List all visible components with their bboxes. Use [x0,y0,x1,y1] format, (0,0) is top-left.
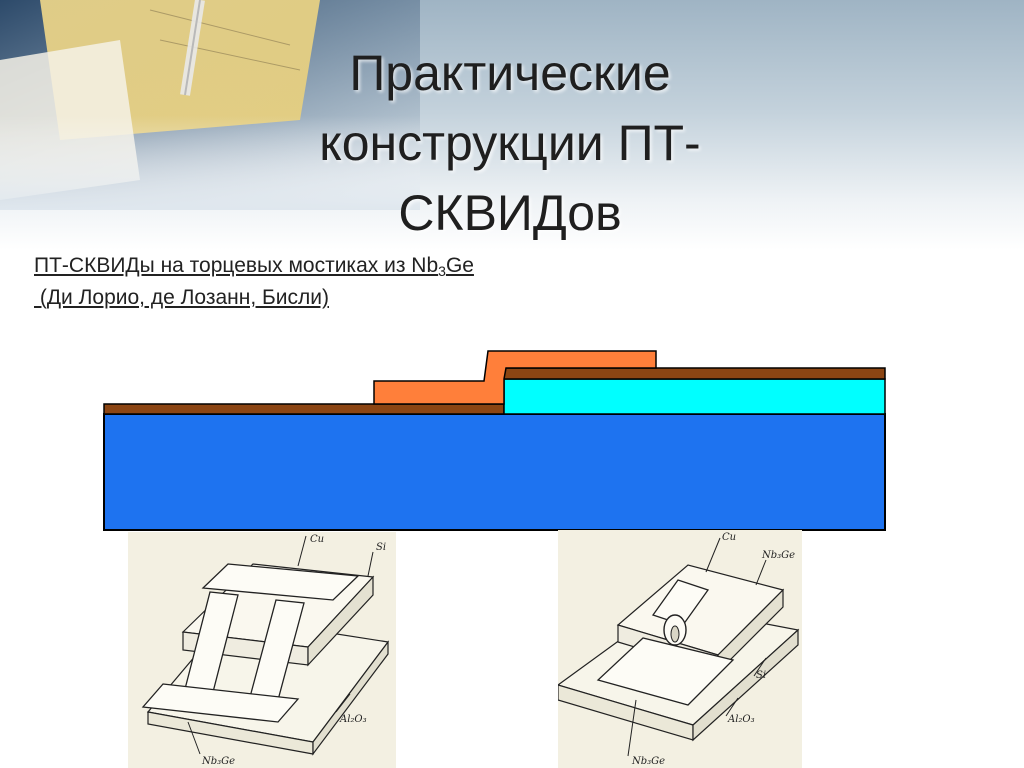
title-line: СКВИДов [398,185,622,241]
squid-cross-section [103,350,886,531]
label-nb3ge-bottom: Nb₃Ge [631,756,665,767]
label-cu: Cu [310,534,324,545]
subtitle-line-2: (Ди Лорио, де Лозанн, Бисли) [34,286,329,309]
sketch-edge-bridge-squid: Cu Nb₃Ge Si Al₂O₃ Nb₃Ge [558,530,802,768]
slide-subtitle: ПТ-СКВИДы на торцевых мостиках из Nb3Ge … [34,250,474,314]
title-line: Практические [349,45,671,101]
label-nb3ge-top: Nb₃Ge [761,550,795,561]
slide-title: Практические конструкции ПТ- СКВИДов [240,38,780,248]
label-nb3ge: Nb₃Ge [201,756,235,767]
label-si: Si [376,542,386,553]
top-contact [373,350,657,405]
substrate-layer [103,413,886,531]
label-al2o3: Al₂O₃ [339,714,367,725]
title-line: конструкции ПТ- [319,115,701,171]
thin-film-right [503,367,886,380]
subtitle-text-suffix: Ge [445,254,474,277]
sketch-planar-squid: Cu Si Al₂O₃ Nb₃Ge [128,532,396,768]
label-al2o3: Al₂O₃ [727,714,755,725]
thin-film-left [103,403,505,415]
subtitle-text: ПТ-СКВИДы на торцевых мостиках из Nb [34,254,439,277]
subtitle-line-1: ПТ-СКВИДы на торцевых мостиках из Nb3Ge [34,250,474,282]
label-cu: Cu [722,532,736,543]
notebook-photo [0,0,420,210]
step-layer [503,378,886,415]
label-si: Si [756,670,766,681]
subscript-3: 3 [438,263,446,279]
